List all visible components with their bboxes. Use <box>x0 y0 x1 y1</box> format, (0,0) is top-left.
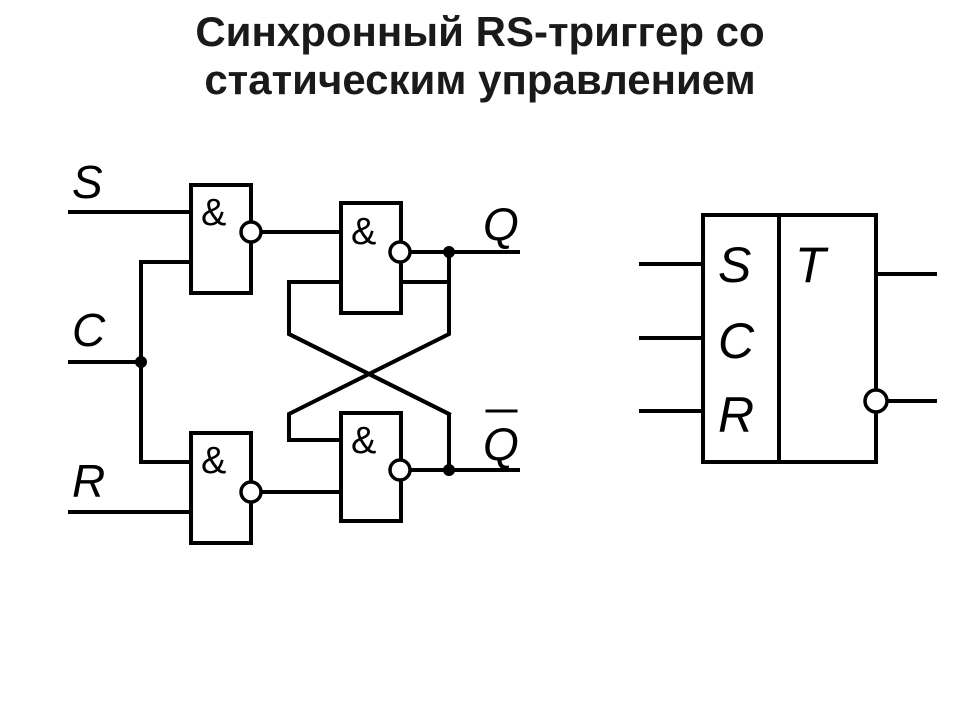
gate-1-label: & <box>201 192 226 234</box>
gate-3-label: & <box>351 211 376 253</box>
symbol-label-s: S <box>718 237 751 293</box>
symbol-label-c: C <box>718 313 755 369</box>
and-gate-3: & <box>339 201 412 315</box>
trigger-symbol: S C R T <box>639 213 937 464</box>
wire-feedback-cross-2 <box>287 280 451 442</box>
gate-2-label: & <box>201 440 226 482</box>
inverter-bubble-1 <box>239 220 263 244</box>
and-gate-4: & <box>339 411 412 523</box>
symbol-label-t: T <box>795 237 829 293</box>
wire-clock-bus <box>139 260 193 464</box>
inverter-bubble-2 <box>239 480 263 504</box>
output-label-q: Q <box>483 198 519 250</box>
input-label-c: C <box>72 304 106 356</box>
inverter-bubble-4 <box>388 458 412 482</box>
junction-qbar <box>443 464 455 476</box>
and-gate-1: & <box>189 183 263 295</box>
input-label-s: S <box>72 156 103 208</box>
input-label-r: R <box>72 455 105 507</box>
inverter-bubble-3 <box>388 240 412 264</box>
output-label-qbar: Q <box>483 418 519 470</box>
symbol-inverter-bubble <box>863 388 889 414</box>
junction-q <box>443 246 455 258</box>
and-gate-2: & <box>189 431 263 545</box>
logic-circuit: & & & & S C R Q Q <box>68 156 520 545</box>
title-line-1: Синхронный RS-триггер со <box>195 8 765 55</box>
wire-feedback-cross <box>287 280 452 417</box>
symbol-label-r: R <box>718 387 754 443</box>
title-line-2: статическим управлением <box>204 56 756 103</box>
slide-title: Синхронный RS-триггер со статическим упр… <box>0 8 960 104</box>
junction-clock <box>135 356 147 368</box>
gate-4-label: & <box>351 420 376 462</box>
symbol-outer-box <box>701 213 878 464</box>
